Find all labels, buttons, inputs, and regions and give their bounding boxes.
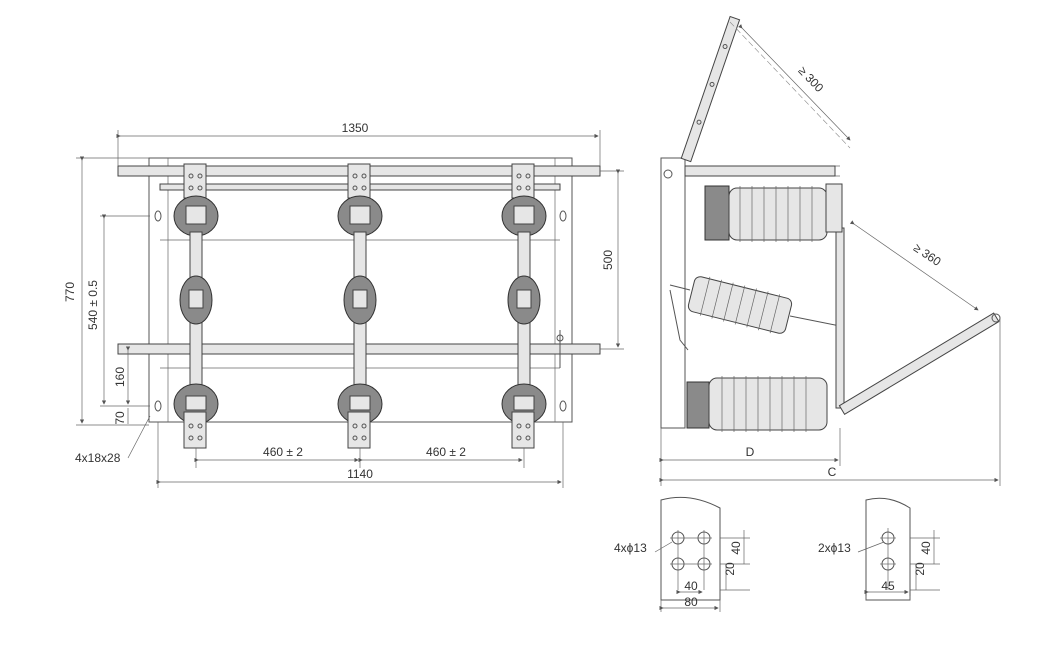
dim-phase-pitch-2: 460 ± 2 xyxy=(426,445,466,459)
hole-spec-2: 2xϕ13 xyxy=(818,541,851,555)
operating-arm xyxy=(838,312,1000,415)
front-view: 1350 770 540 ± 0.5 160 70 500 4x18x28 46… xyxy=(63,121,624,488)
dim-d: D xyxy=(746,445,755,459)
dim-arm-clearance: ≥ 360 xyxy=(911,241,944,270)
side-view: ≥ 300 ≥ 360 D C xyxy=(659,15,1001,486)
dim-lower-offset-2: 70 xyxy=(113,411,127,425)
mounting-hole xyxy=(559,210,567,222)
dim-overall-width: 1350 xyxy=(342,121,369,135)
dim-bar-spacing: 500 xyxy=(601,250,615,270)
side-frame xyxy=(660,157,686,429)
phase-b-assembly xyxy=(337,163,383,449)
dim-4hole-v2: 20 xyxy=(723,562,737,576)
phase-a-assembly xyxy=(173,163,219,449)
note-mounting-holes: 4x18x28 xyxy=(75,451,121,465)
dim-4hole-v1: 40 xyxy=(729,541,743,555)
dim-2hole-h1: 45 xyxy=(881,579,895,593)
dim-base-width: 1140 xyxy=(347,467,373,481)
open-blade xyxy=(680,15,741,163)
dim-lower-offset-1: 160 xyxy=(113,367,127,387)
hole-spec-4: 4xϕ13 xyxy=(614,541,647,555)
dim-insulator-span: 540 ± 0.5 xyxy=(86,280,100,330)
dim-2hole-v2: 20 xyxy=(913,562,927,576)
dim-4hole-h1: 40 xyxy=(684,579,698,593)
mounting-hole xyxy=(154,400,162,412)
terminal-4-hole: 4xϕ13 40 20 40 80 xyxy=(614,496,750,612)
lower-insulator xyxy=(708,377,828,431)
dim-c: C xyxy=(828,465,837,479)
dim-overall-height: 770 xyxy=(63,282,77,302)
terminal-2-hole: 2xϕ13 40 20 45 xyxy=(818,497,940,601)
mounting-hole xyxy=(559,400,567,412)
dim-blade-clearance: ≥ 300 xyxy=(795,64,826,95)
dim-2hole-v1: 40 xyxy=(919,541,933,555)
middle-insulator xyxy=(687,276,793,334)
mounting-hole xyxy=(154,210,162,222)
dim-phase-pitch-1: 460 ± 2 xyxy=(263,445,303,459)
phase-c-assembly xyxy=(501,163,547,449)
dim-4hole-h2: 80 xyxy=(684,595,698,609)
